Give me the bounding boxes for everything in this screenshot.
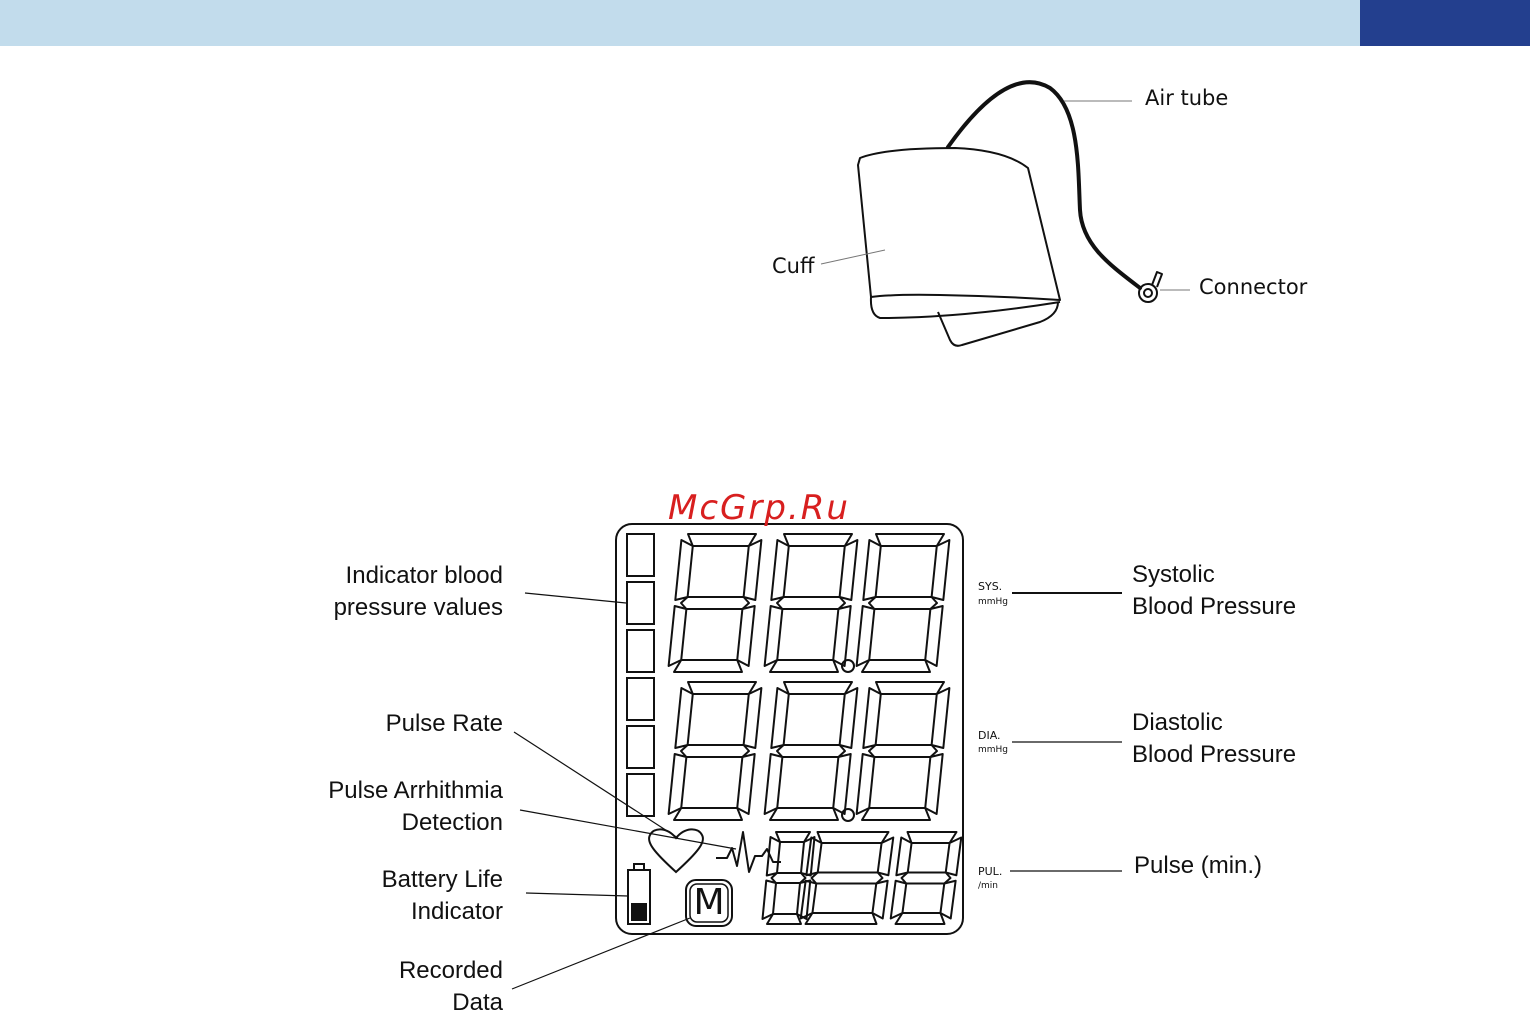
pul-indicator: PUL. — [978, 865, 1002, 878]
arrhythmia-label-line1: Pulse Arrhithmia — [328, 775, 503, 807]
cuff-front — [858, 148, 1060, 300]
memory-letter: M — [691, 880, 727, 926]
air-tube-label: Air tube — [1145, 86, 1228, 110]
connector-shape — [1139, 272, 1162, 302]
indicator-leader — [525, 593, 626, 603]
lcd-display — [616, 524, 963, 934]
sys-unit: mmHg — [978, 597, 1008, 607]
diastolic-label-line2: Blood Pressure — [1132, 739, 1296, 771]
systolic-label: Systolic Blood Pressure — [1132, 559, 1296, 623]
recorded-label-line1: Recorded — [399, 955, 503, 987]
pulse-label: Pulse (min.) — [1134, 850, 1262, 882]
diastolic-label: Diastolic Blood Pressure — [1132, 707, 1296, 771]
pul-unit: /min — [978, 881, 998, 891]
dia-indicator: DIA. — [978, 729, 1001, 742]
cuff-back-flap — [938, 302, 1058, 346]
sys-indicator: SYS. — [978, 580, 1002, 593]
systolic-label-line1: Systolic — [1132, 559, 1296, 591]
dia-unit: mmHg — [978, 745, 1008, 755]
battery-leader — [526, 893, 628, 896]
battery-label-line2: Indicator — [382, 896, 503, 928]
recorded-leader — [512, 918, 690, 989]
cuff-illustration — [858, 82, 1162, 346]
cuff-label: Cuff — [772, 254, 814, 278]
indicator-label-line2: pressure values — [334, 592, 503, 624]
pulse-rate-label: Pulse Rate — [386, 708, 503, 740]
indicator-label-line1: Indicator blood — [334, 560, 503, 592]
cuff-bottom-curve — [871, 297, 1060, 318]
battery-label-line1: Battery Life — [382, 864, 503, 896]
arrhythmia-label: Pulse Arrhithmia Detection — [328, 775, 503, 839]
systolic-label-line2: Blood Pressure — [1132, 591, 1296, 623]
connector-label: Connector — [1199, 275, 1307, 299]
battery-label: Battery Life Indicator — [382, 864, 503, 928]
recorded-label-line2: Data — [399, 987, 503, 1019]
arrhythmia-label-line2: Detection — [328, 807, 503, 839]
watermark: McGrp.Ru — [668, 488, 850, 528]
diastolic-label-line1: Diastolic — [1132, 707, 1296, 739]
recorded-label: Recorded Data — [399, 955, 503, 1019]
indicator-label: Indicator blood pressure values — [334, 560, 503, 624]
